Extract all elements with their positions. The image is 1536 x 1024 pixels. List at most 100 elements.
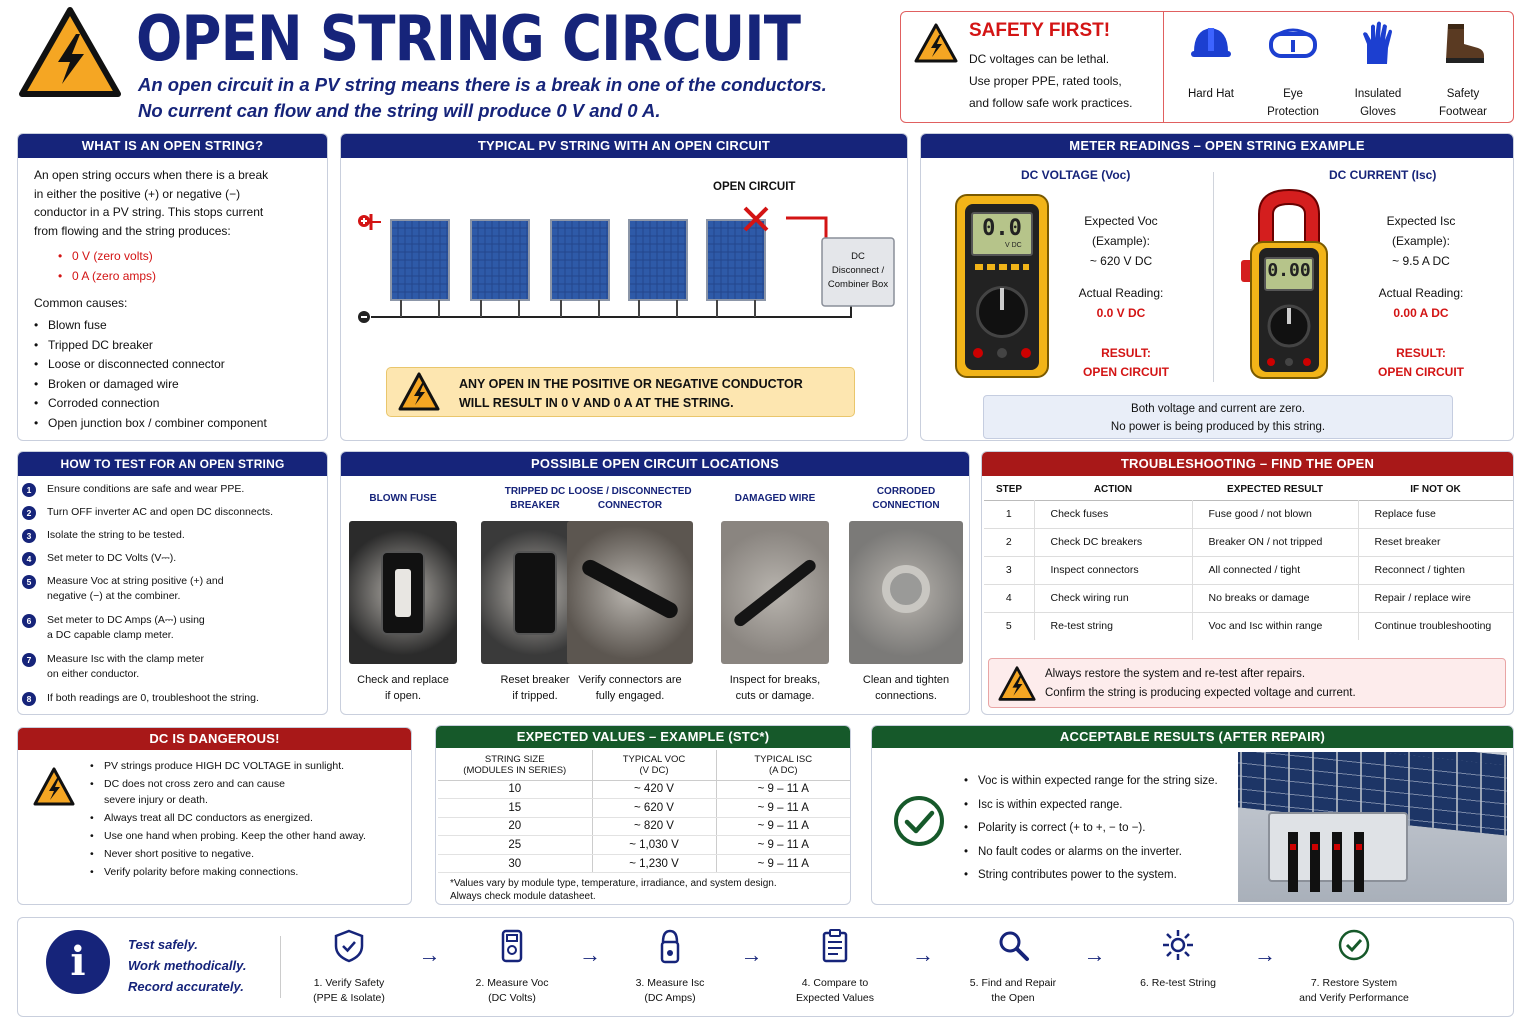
- safety-line: DC voltages can be lethal.: [969, 52, 1110, 66]
- troubleshooting-note: Always restore the system and re-test af…: [988, 658, 1506, 708]
- column-header: IF NOT OK: [1410, 484, 1461, 496]
- step-text: Isolate the string to be tested.: [47, 528, 185, 543]
- label-line: 3. Measure Isc: [635, 977, 705, 989]
- table-cell: Check fuses: [1034, 499, 1193, 528]
- step-line: Ensure conditions are safe and wear PPE.: [47, 483, 245, 495]
- safety-text: DC voltages can be lethal. Use proper PP…: [969, 48, 1132, 114]
- expected-values-table: STRING SIZE(MODULES IN SERIES) TYPICAL V…: [438, 750, 850, 874]
- ppe-label: Footwear: [1439, 106, 1487, 118]
- header-warning-icon: [18, 6, 122, 98]
- pv-module: [628, 219, 688, 317]
- table-cell: Check wiring run: [1034, 583, 1193, 612]
- what-line: conductor in a PV string. This stops cur…: [34, 205, 264, 219]
- step-line: Set meter to DC Amps (A⎓) using: [47, 614, 205, 626]
- column-header: ACTION: [1093, 484, 1133, 496]
- clamp-meter-icon: 0.00: [1239, 186, 1339, 380]
- how-to-test-heading: HOW TO TEST FOR AN OPEN STRING: [18, 452, 327, 476]
- photo-subject: [731, 557, 819, 629]
- string-warning-text: ANY OPEN IN THE POSITIVE OR NEGATIVE CON…: [459, 375, 803, 413]
- step-text: Ensure conditions are safe and wear PPE.: [47, 482, 244, 497]
- danger-line: PV strings produce HIGH DC VOLTAGE in su…: [104, 760, 345, 772]
- label-line: 1. Verify Safety: [313, 977, 385, 989]
- step-number-badge: 3: [22, 529, 36, 543]
- table-cell: ~ 9 – 11 A: [716, 817, 850, 837]
- label-line: 2. Measure Voc: [475, 977, 549, 989]
- table-cell: Continue troubleshooting: [1358, 611, 1513, 640]
- danger-line: Always treat all DC conductors as energi…: [104, 812, 313, 824]
- header-line: TYPICAL VOC: [622, 753, 686, 765]
- table-cell: Repair / replace wire: [1358, 583, 1513, 612]
- table-cell: Breaker ON / not tripped: [1192, 527, 1359, 556]
- result-line: RESULT:: [1396, 346, 1446, 360]
- danger-line: severe injury or death.: [104, 794, 208, 806]
- causes-list: Blown fuse Tripped DC breaker Loose or d…: [34, 316, 267, 433]
- table-cell: 10: [438, 780, 593, 800]
- caption-line: Check and replace: [357, 674, 449, 686]
- warning-line: WILL RESULT IN 0 V AND 0 A AT THE STRING…: [459, 396, 734, 410]
- caption-line: Reset breaker: [500, 674, 570, 686]
- clipboard-icon: [755, 928, 915, 968]
- hard-hat-icon: [1191, 28, 1231, 57]
- acceptable-item: String contributes power to the system.: [964, 864, 1218, 888]
- ppe-label: Protection: [1267, 106, 1319, 118]
- caption-line: Verify connectors are: [578, 674, 682, 686]
- footer-step-label: 1. Verify Safety(PPE & Isolate): [269, 976, 429, 1006]
- cause-item: Broken or damaged wire: [34, 375, 267, 395]
- current-actual-value: 0.00 A DC: [1393, 306, 1449, 320]
- voltage-result: RESULT: OPEN CIRCUIT: [1061, 344, 1191, 382]
- box-label-line: DC: [851, 251, 865, 262]
- step-number-badge: 8: [22, 692, 36, 706]
- table-cell: 3: [984, 555, 1035, 584]
- header-line: (A DC): [769, 764, 798, 776]
- note-line: Always restore the system and re-test af…: [1045, 668, 1306, 680]
- expected-values-heading: EXPECTED VALUES – EXAMPLE (STC*): [436, 726, 850, 748]
- footer-step: 2. Measure Voc(DC Volts): [432, 928, 592, 1006]
- location-title: DAMAGED WIRE: [721, 484, 829, 514]
- footer-divider: [280, 936, 281, 998]
- motto-line: Test safely.: [128, 937, 198, 952]
- table-header-row: STEP ACTION EXPECTED RESULT IF NOT OK: [984, 480, 1513, 500]
- subtitle-line: No current can flow and the string will …: [138, 100, 661, 121]
- note-line: No power is being produced by this strin…: [1110, 421, 1326, 433]
- dc-current-title: DC CURRENT (Isc): [1329, 168, 1437, 182]
- cause-item: Loose or disconnected connector: [34, 355, 267, 375]
- title-line: TRIPPED DC: [504, 486, 566, 497]
- magnifier-icon: [933, 928, 1093, 968]
- table-row: 30~ 1,230 V~ 9 – 11 A: [438, 854, 850, 874]
- footer-step: 1. Verify Safety(PPE & Isolate): [269, 928, 429, 1006]
- step-line: Turn OFF inverter AC and open DC disconn…: [47, 506, 274, 518]
- pv-module: [470, 219, 530, 317]
- label-line: the Open: [991, 992, 1035, 1004]
- what-line: An open string occurs when there is a br…: [34, 168, 269, 182]
- table-cell: Re-test string: [1034, 611, 1193, 640]
- open-circuit-label: OPEN CIRCUIT: [713, 181, 796, 193]
- result-line: RESULT:: [1101, 346, 1151, 360]
- table-row: 20~ 820 V~ 9 – 11 A: [438, 817, 850, 837]
- dc-voltage-title: DC VOLTAGE (Voc): [1021, 168, 1131, 182]
- current-result: RESULT: OPEN CIRCUIT: [1356, 344, 1486, 382]
- step-number-badge: 7: [22, 653, 36, 667]
- expected-line: (Example):: [1091, 234, 1150, 248]
- expected-line: Expected Isc: [1386, 214, 1456, 228]
- table-cell: 4: [984, 583, 1035, 612]
- location-photo: [349, 521, 457, 664]
- table-cell: Check DC breakers: [1034, 527, 1193, 556]
- label-line: 7. Restore System: [1310, 977, 1398, 989]
- safety-heading: SAFETY FIRST!: [969, 20, 1111, 41]
- column-header: TYPICAL VOC(V DC): [592, 750, 717, 781]
- expected-line: ~ 9.5 A DC: [1392, 254, 1450, 268]
- danger-item: DC does not cross zero and can causeseve…: [90, 776, 366, 808]
- result-line: OPEN CIRCUIT: [1082, 365, 1169, 379]
- result-line: OPEN CIRCUIT: [1377, 365, 1464, 379]
- label-line: 4. Compare to: [801, 977, 869, 989]
- table-cell: ~ 1,030 V: [592, 835, 717, 855]
- multimeter-icon: [432, 928, 592, 968]
